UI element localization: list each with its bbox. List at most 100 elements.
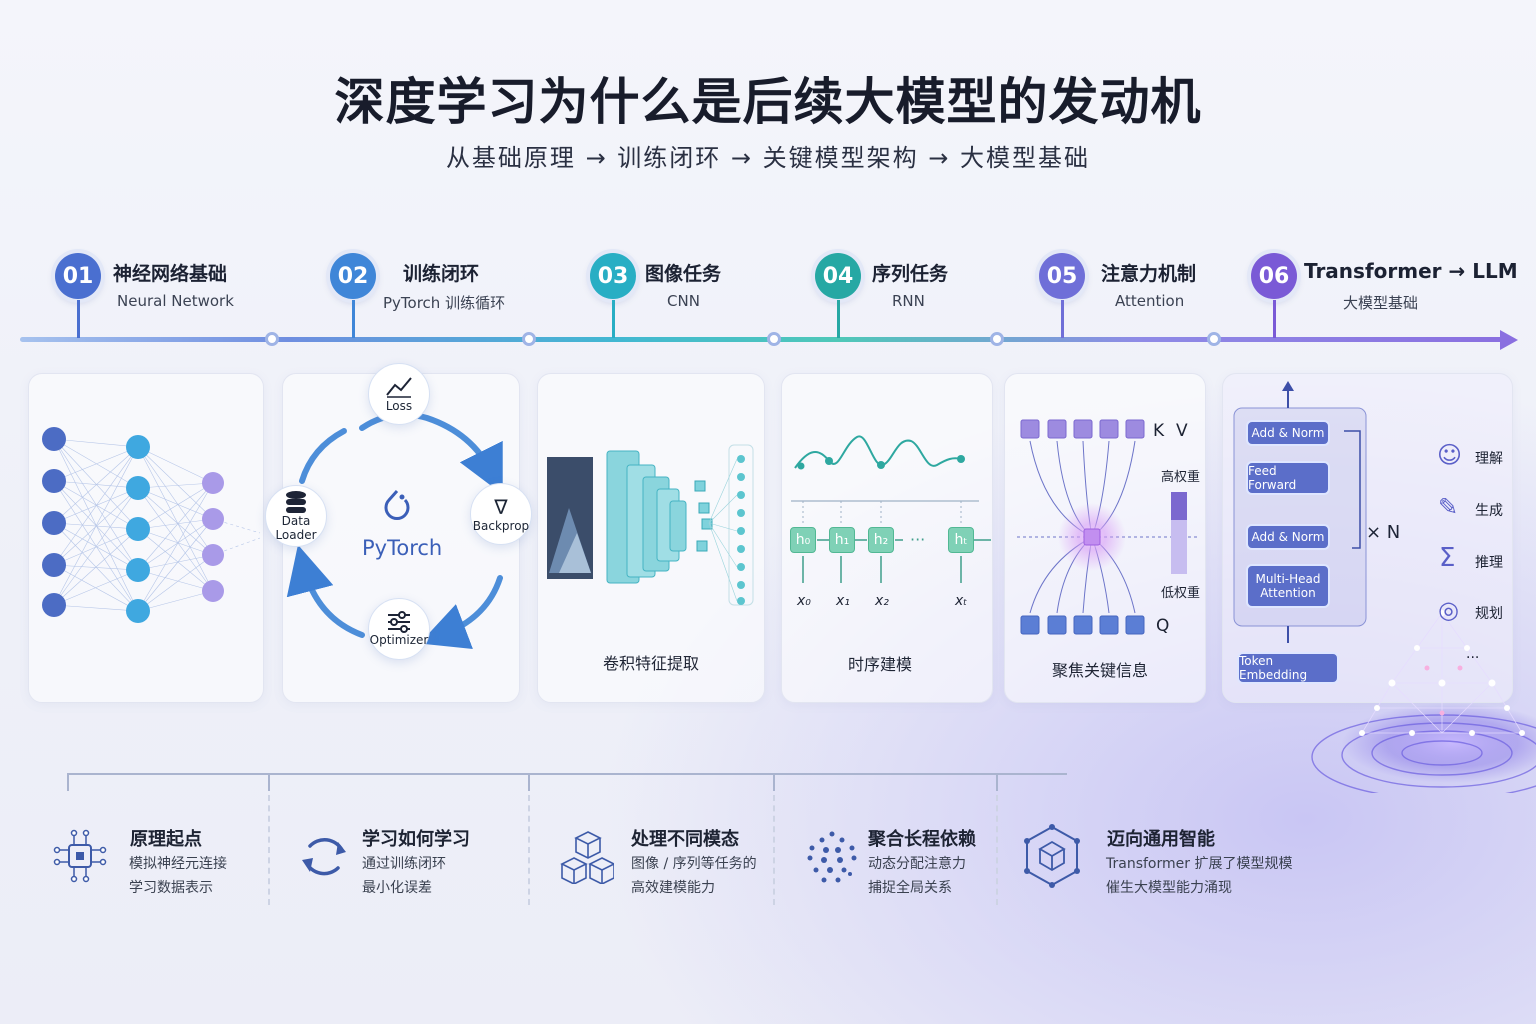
- refresh-cycle-icon: [302, 838, 346, 876]
- stacked-cubes-icon: [560, 831, 614, 884]
- bottom-desc-line: 学习数据表示: [129, 880, 213, 896]
- stage-subtitle-04: RNN: [892, 292, 925, 310]
- timeline-dot: [767, 332, 781, 346]
- sliders-icon: [388, 611, 410, 633]
- times-n-label: × N: [1366, 522, 1401, 543]
- bottom-bracket-tick: [773, 773, 775, 791]
- cnn-caption: 卷积特征提取: [602, 654, 699, 673]
- timeline-line: [20, 337, 1510, 342]
- optimizer-label: Optimizer: [369, 633, 429, 647]
- rnn-wave-diagram: [791, 435, 991, 583]
- bottom-bracket-tick: [67, 773, 69, 791]
- bottom-title-1: 原理起点: [130, 829, 202, 850]
- stage-subtitle-02: PyTorch 训练循环: [383, 294, 506, 312]
- ability-generate: 生成: [1475, 503, 1503, 519]
- stage-title-03: 图像任务: [645, 263, 722, 285]
- pytorch-logo-text: PyTorch: [362, 536, 443, 560]
- backprop-label: Backprop: [472, 519, 530, 533]
- bottom-desc-line: 模拟神经元连接: [129, 856, 227, 872]
- timeline-dot: [265, 332, 279, 346]
- stage-subtitle-03: CNN: [667, 292, 700, 310]
- ability-more: ...: [1466, 646, 1480, 662]
- stage-stem: [612, 300, 615, 338]
- ability-understand: 理解: [1475, 451, 1503, 467]
- timeline-dot: [522, 332, 536, 346]
- bottom-bracket-line: [67, 773, 1067, 775]
- multi-head-attention-block: Multi-Head Attention: [1246, 564, 1330, 608]
- stage-badge-04: 04: [815, 253, 861, 299]
- rnn-hidden-state: h₀: [790, 527, 816, 553]
- dot-cluster-icon: [807, 831, 857, 883]
- bottom-desc-line: 催生大模型能力涌现: [1106, 880, 1232, 896]
- chip-icon: [53, 829, 107, 883]
- stage-stem: [77, 300, 80, 338]
- attention-v-label: V: [1176, 421, 1188, 441]
- stage-stem: [1273, 300, 1276, 338]
- stage-title-01: 神经网络基础: [113, 263, 228, 285]
- card-neural-network: [28, 373, 264, 703]
- stage-badge-05: 05: [1039, 253, 1085, 299]
- add-norm-block: Add & Norm: [1246, 524, 1330, 550]
- attention-caption: 聚焦关键信息: [1051, 661, 1148, 680]
- target-icon: ◎: [1438, 596, 1459, 624]
- gradient-icon: ∇: [494, 495, 508, 519]
- rnn-input: x₁: [836, 593, 850, 609]
- loss-label: Loss: [385, 399, 413, 413]
- add-norm-block: Add & Norm: [1246, 420, 1330, 446]
- stage-title-04: 序列任务: [872, 263, 949, 285]
- bottom-bracket-tick: [528, 773, 530, 791]
- stage-badge-02: 02: [330, 253, 376, 299]
- timeline-dot: [1207, 332, 1221, 346]
- bottom-desc-2: 通过训练闭环 最小化误差: [362, 852, 446, 900]
- bottom-desc-line: 通过训练闭环: [362, 856, 446, 872]
- attention-q-label: Q: [1156, 616, 1170, 636]
- attention-diagram: [1014, 419, 1200, 635]
- high-weight-label: 高权重: [1161, 470, 1201, 485]
- stage-title-02: 训练闭环: [403, 263, 480, 285]
- stage-title-06: Transformer → LLM: [1304, 259, 1518, 283]
- bottom-divider: [773, 795, 775, 905]
- head-brain-icon: ☺: [1437, 441, 1463, 469]
- low-weight-label: 低权重: [1161, 586, 1201, 601]
- ability-plan: 规划: [1475, 606, 1503, 622]
- optimizer-node: Optimizer: [368, 598, 430, 660]
- bottom-bracket-tick: [996, 773, 998, 791]
- loss-node: Loss: [368, 363, 430, 425]
- rnn-caption: 时序建模: [847, 655, 912, 674]
- bottom-bracket-tick: [268, 773, 270, 791]
- stage-subtitle-06: 大模型基础: [1343, 294, 1419, 312]
- token-embedding-block: Token Embedding: [1237, 652, 1339, 684]
- bottom-divider: [528, 795, 530, 905]
- stage-subtitle-05: Attention: [1115, 292, 1185, 310]
- timeline-arrowhead: [1500, 330, 1518, 350]
- bottom-divider: [996, 795, 998, 905]
- bottom-desc-1: 模拟神经元连接 学习数据表示: [129, 852, 227, 900]
- stage-stem: [352, 300, 355, 338]
- database-icon: [286, 491, 306, 513]
- ability-reason: 推理: [1475, 555, 1503, 571]
- pencil-icon: ✎: [1438, 493, 1459, 521]
- bottom-desc-5: Transformer 扩展了模型规模 催生大模型能力涌现: [1106, 852, 1292, 900]
- hexagon-cube-icon: [1024, 824, 1080, 888]
- rnn-hidden-state: h₂: [868, 527, 894, 553]
- cnn-diagram: [547, 444, 754, 606]
- bottom-title-2: 学习如何学习: [362, 829, 470, 850]
- bottom-desc-4: 动态分配注意力 捕捉全局关系: [868, 852, 966, 900]
- stage-title-05: 注意力机制: [1101, 263, 1197, 285]
- rnn-hidden-state: h₁: [829, 527, 855, 553]
- feed-forward-block: Feed Forward: [1246, 461, 1330, 495]
- bottom-desc-line: Transformer 扩展了模型规模: [1106, 856, 1293, 872]
- rnn-input: x₀: [797, 593, 811, 609]
- stage-badge-06: 06: [1251, 253, 1297, 299]
- data-loader-label: Data: [281, 514, 311, 528]
- rnn-ellipsis: ···: [910, 530, 926, 549]
- page-title: 深度学习为什么是后续大模型的发动机: [334, 73, 1202, 131]
- stage-stem: [1061, 300, 1064, 338]
- stage-badge-01: 01: [55, 253, 101, 299]
- bottom-desc-line: 图像 / 序列等任务的: [631, 856, 757, 872]
- stage-badge-03: 03: [590, 253, 636, 299]
- stage-stem: [837, 300, 840, 338]
- rnn-hidden-state: hₜ: [948, 527, 974, 553]
- line-chart-icon: [386, 377, 412, 398]
- rnn-input: x₂: [875, 593, 889, 609]
